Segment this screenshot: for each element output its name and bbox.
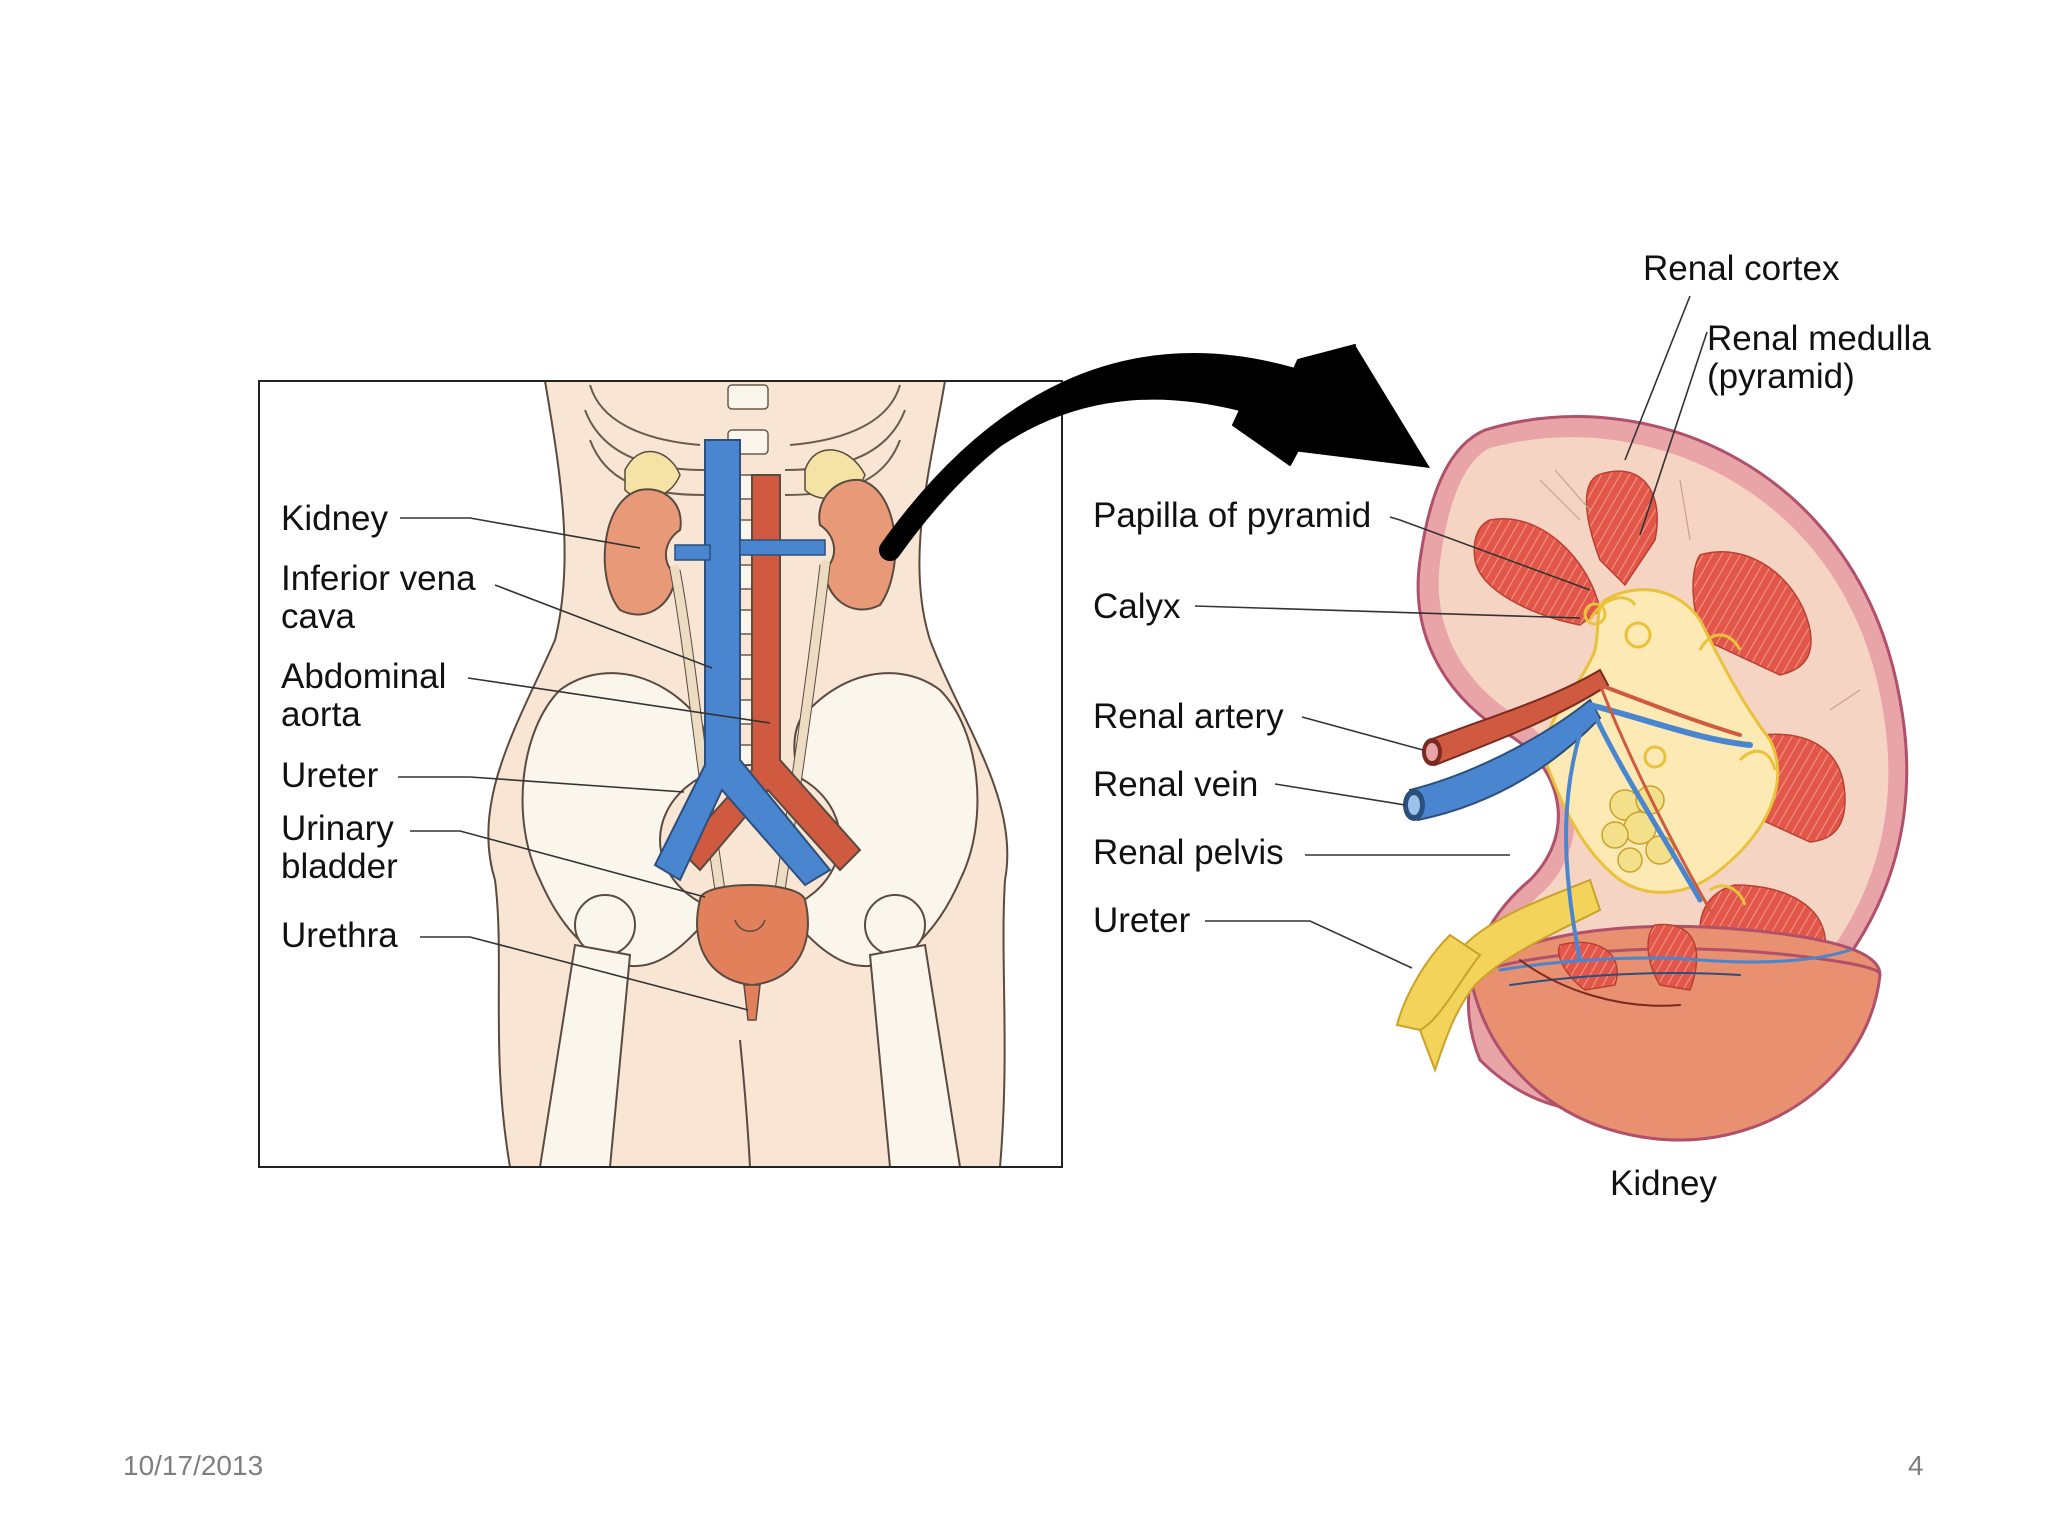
inferior-vena-cava	[653, 439, 832, 887]
cortex-rays	[1539, 469, 1861, 711]
kidney-leader-lines	[1194, 295, 1708, 969]
aorta	[678, 474, 862, 872]
label-inferior-vena-cava: Inferior vena cava	[281, 559, 476, 636]
label-calyx: Calyx	[1093, 587, 1181, 626]
label-kidney: Kidney	[281, 499, 389, 538]
femurs	[538, 894, 962, 1167]
label-renal-pelvis: Renal pelvis	[1093, 833, 1284, 872]
footer-date: 10/17/2013	[123, 1450, 264, 1481]
label-ureter-body: Ureter	[281, 756, 379, 795]
bladder	[696, 884, 809, 987]
urethra	[743, 984, 761, 1021]
label-renal-medulla: Renal medulla (pyramid)	[1707, 319, 1931, 396]
label-ureter-kidney: Ureter	[1093, 901, 1191, 940]
kidney-section	[1395, 415, 1909, 1142]
vessel-branches	[1498, 683, 1852, 1007]
label-renal-artery: Renal artery	[1093, 697, 1284, 736]
label-renal-vein: Renal vein	[1093, 765, 1259, 804]
kidney-caption: Kidney	[1610, 1164, 1718, 1203]
label-urinary-bladder: Urinary bladder	[281, 809, 398, 886]
label-papilla-of-pyramid: Papilla of pyramid	[1093, 496, 1372, 535]
sinus-fat	[1601, 785, 1675, 873]
footer-page-number: 4	[1908, 1450, 1924, 1481]
renal-vein-vessel	[1408, 698, 1602, 822]
label-urethra: Urethra	[281, 916, 398, 955]
body-leader-lines	[398, 517, 771, 1011]
label-renal-cortex: Renal cortex	[1643, 249, 1840, 288]
kidney-left	[603, 488, 682, 616]
label-abdominal-aorta: Abdominal aorta	[281, 657, 447, 734]
ureter-tube	[1418, 878, 1602, 1073]
renal-artery-vessel	[1428, 668, 1610, 767]
calyces	[1583, 596, 1777, 906]
